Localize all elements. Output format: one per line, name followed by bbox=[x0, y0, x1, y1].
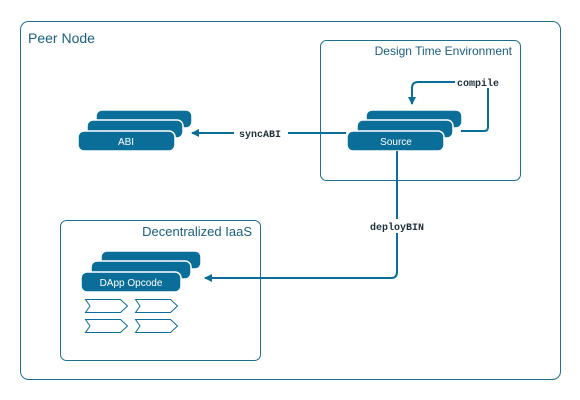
abi-stack[interactable]: ABI bbox=[77, 109, 193, 152]
iaas-container: Decentralized IaaS bbox=[60, 220, 261, 361]
iaas-title: Decentralized IaaS bbox=[142, 224, 252, 239]
opcode-shape bbox=[84, 319, 129, 333]
peer-node-container: Peer Node bbox=[20, 21, 561, 380]
sync-abi-label: syncABI bbox=[239, 130, 281, 141]
peer-node-title: Peer Node bbox=[28, 30, 95, 46]
abi-label: ABI bbox=[118, 137, 134, 148]
dapp-opcode-stack[interactable]: DApp Opcode bbox=[80, 250, 202, 293]
opcode-shape bbox=[134, 319, 179, 333]
design-time-title: Design Time Environment bbox=[375, 44, 513, 58]
opcode-shape bbox=[134, 299, 179, 313]
dapp-opcode-label: DApp Opcode bbox=[100, 278, 163, 289]
opcode-shape bbox=[84, 299, 129, 313]
source-label: Source bbox=[380, 137, 412, 148]
compile-label: compile bbox=[457, 78, 499, 90]
sync-abi-edge: syncABI bbox=[191, 126, 346, 141]
design-time-container: Design Time Environment bbox=[320, 40, 521, 181]
source-stack[interactable]: Source bbox=[346, 109, 463, 152]
deploy-bin-label: deployBIN bbox=[370, 222, 424, 234]
deploy-bin-edge: deployBIN bbox=[204, 151, 430, 282]
opcode-instruction-shapes bbox=[84, 299, 179, 333]
compile-edge: compile bbox=[408, 76, 501, 132]
